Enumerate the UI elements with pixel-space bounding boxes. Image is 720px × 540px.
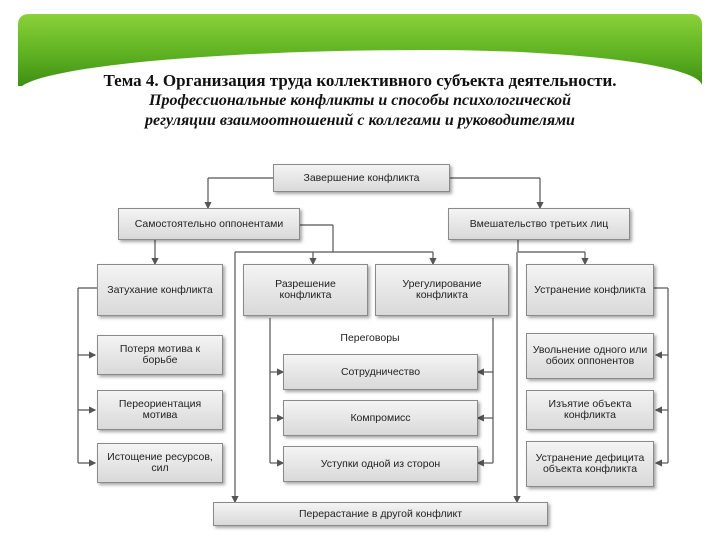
box-third-party-label: Вмешательство третьих лиц [469,217,609,230]
box-concessions: Уступки одной из сторон [283,446,478,482]
box-self-resolution: Самостоятельно оппонентами [118,208,300,240]
box-self-resolution-label: Самостоятельно оппонентами [134,217,284,230]
box-cooperation-label: Сотрудничество [340,365,421,378]
box-resource-exhaustion: Истощение ресурсов, сил [97,443,223,483]
box-resolution-label: Разрешение конфликта [275,278,336,301]
box-conflict-completion: Завершение конфликта [273,164,450,192]
box-motive-loss: Потеря мотива к борьбе [97,335,223,375]
box-object-withdrawal-label: Изъятие объекта конфликта [548,398,632,421]
box-resource-exhaustion-label: Истощение ресурсов, сил [107,451,213,474]
slide-subtitle-line2: регуляции взаимоотношений с коллегами и … [145,112,575,129]
negotiations-label: Переговоры [340,332,400,344]
box-concessions-label: Уступки одной из сторон [320,457,441,470]
box-object-withdrawal: Изъятие объекта конфликта [526,390,654,430]
box-escalation-label: Перерастание в другой конфликт [298,507,463,520]
title-block: Тема 4. Организация труда коллективного … [0,70,720,131]
box-third-party: Вмешательство третьих лиц [448,208,630,240]
box-dismissal: Увольнение одного или обоих оппонентов [526,333,654,379]
slide-subtitle-line1: Профессиональные конфликты и способы пси… [149,92,571,109]
box-deficit-elimination-label: Устранение дефицита объекта конфликта [535,452,645,475]
box-settlement-label: Урегулирование конфликта [402,278,482,301]
box-compromise-label: Компромисс [350,411,411,424]
slide-title: Тема 4. Организация труда коллективного … [103,71,617,90]
box-resolution: Разрешение конфликта [243,264,368,316]
box-fading: Затухание конфликта [97,264,223,316]
box-motive-loss-label: Потеря мотива к борьбе [119,343,201,366]
box-motive-reorientation: Переориентация мотива [97,390,223,430]
box-escalation: Перерастание в другой конфликт [213,502,548,526]
box-deficit-elimination: Устранение дефицита объекта конфликта [526,441,654,487]
box-conflict-completion-label: Завершение конфликта [303,171,420,184]
box-motive-reorientation-label: Переориентация мотива [118,398,202,421]
box-fading-label: Затухание конфликта [107,283,213,296]
box-cooperation: Сотрудничество [283,354,478,390]
box-dismissal-label: Увольнение одного или обоих оппонентов [532,344,648,367]
box-elimination-label: Устранение конфликта [534,283,646,296]
box-settlement: Урегулирование конфликта [375,264,509,316]
box-elimination: Устранение конфликта [526,264,654,316]
box-compromise: Компромисс [283,400,478,436]
